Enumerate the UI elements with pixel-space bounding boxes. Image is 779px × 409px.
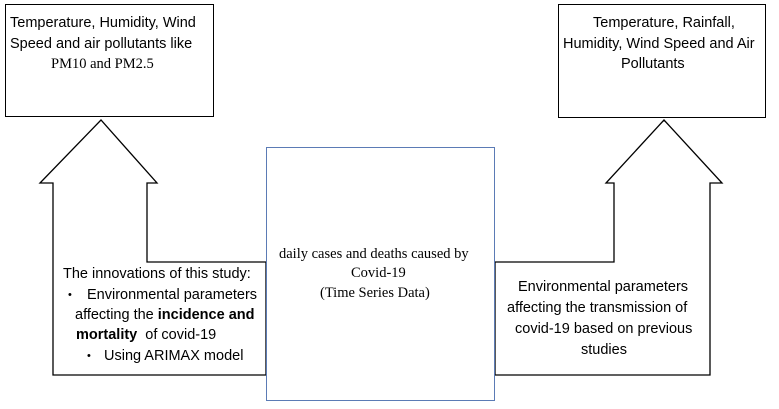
center-box: daily cases and deaths caused by Covid-1… — [266, 147, 495, 401]
bullet-2-line: Using ARIMAX model — [104, 348, 244, 364]
left-box-line-3: PM10 and PM2.5 — [51, 56, 154, 72]
center-box-line-2: Covid-19 — [351, 265, 406, 281]
right-arrow-line-2: affecting the transmission of — [507, 300, 688, 316]
bullet-1-marker: • — [68, 289, 72, 301]
right-box-line-1: Temperature, Rainfall, — [593, 15, 735, 31]
center-box-line-3: (Time Series Data) — [320, 285, 430, 301]
right-box: Temperature, Rainfall, Humidity, Wind Sp… — [558, 4, 766, 118]
left-box-line-1: Temperature, Humidity, Wind — [10, 15, 196, 31]
bullet-1-line-1: Environmental parameters — [87, 287, 258, 303]
right-arrow-line-4: studies — [581, 342, 627, 358]
bullet-1-line-3: mortality of covid-19 — [76, 327, 217, 343]
center-box-line-1: daily cases and deaths caused by — [279, 246, 469, 262]
right-box-line-3: Pollutants — [621, 56, 685, 72]
bullet-2-marker: • — [87, 350, 91, 362]
right-up-arrow — [494, 119, 724, 376]
bullet-1-line-2: affecting the incidence and — [75, 307, 255, 323]
right-arrow-line-3: covid-19 based on previous — [515, 321, 693, 337]
right-arrow-line-1: Environmental parameters — [518, 279, 689, 295]
innovations-heading: The innovations of this study: — [63, 266, 251, 282]
left-box-line-2: Speed and air pollutants like — [10, 36, 193, 52]
right-box-line-2: Humidity, Wind Speed and Air — [563, 36, 755, 52]
left-box: Temperature, Humidity, Wind Speed and ai… — [5, 4, 214, 117]
